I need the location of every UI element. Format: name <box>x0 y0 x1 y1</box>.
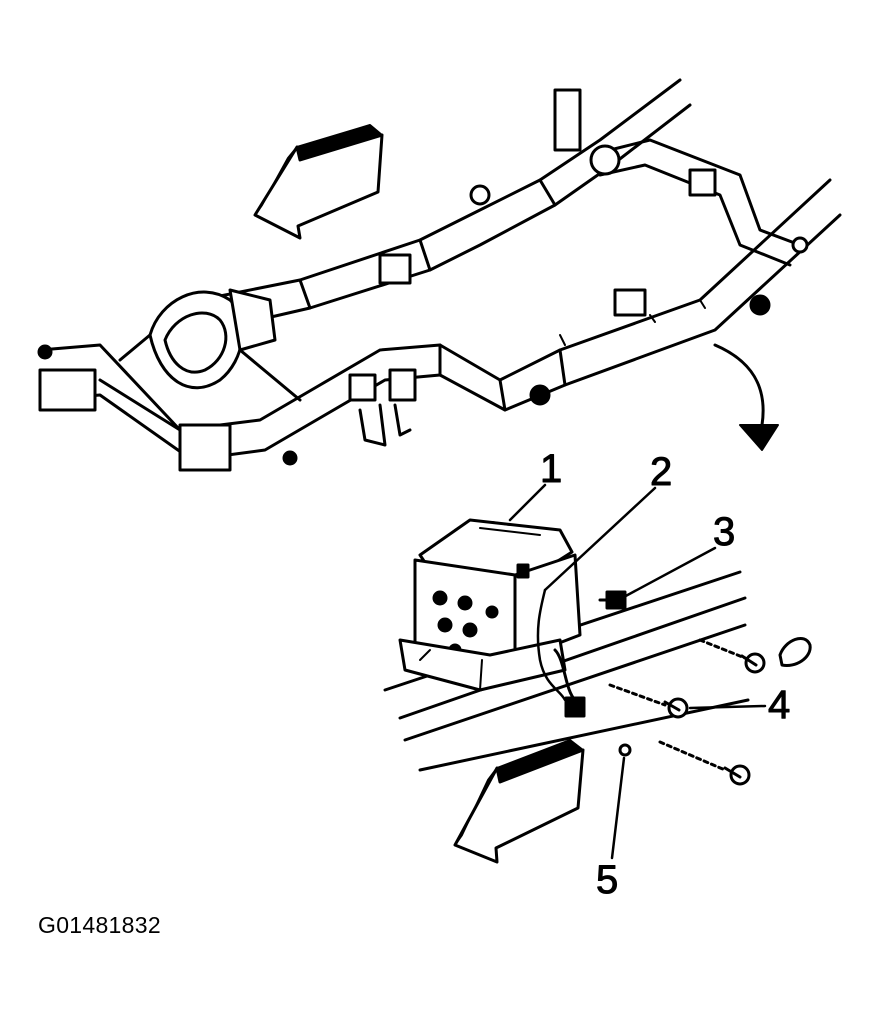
vehicle-frame <box>37 78 842 472</box>
detail-view-arrow-icon <box>713 343 779 451</box>
callout-2: 2 <box>650 450 672 494</box>
callout-3: 3 <box>713 510 735 554</box>
callout-4: 4 <box>768 683 790 727</box>
callout-5: 5 <box>596 858 618 902</box>
brake-module <box>398 518 582 717</box>
bolt-lower <box>658 740 751 786</box>
leader-5 <box>610 756 626 860</box>
leader-lines <box>508 483 767 860</box>
figure-id-label: G01481832 <box>38 912 161 938</box>
forward-arrow-icon-top <box>253 124 384 240</box>
rear-crossmember <box>598 138 802 267</box>
leader-1 <box>508 483 547 522</box>
forward-arrow-icon-bottom <box>453 739 585 864</box>
callout-1: 1 <box>540 447 562 491</box>
bolt-middle <box>608 683 689 719</box>
leader-3 <box>620 546 717 600</box>
bolt-upper <box>698 638 766 674</box>
fasteners <box>564 590 812 786</box>
leader-2 <box>543 486 657 592</box>
leader-4 <box>688 704 767 710</box>
